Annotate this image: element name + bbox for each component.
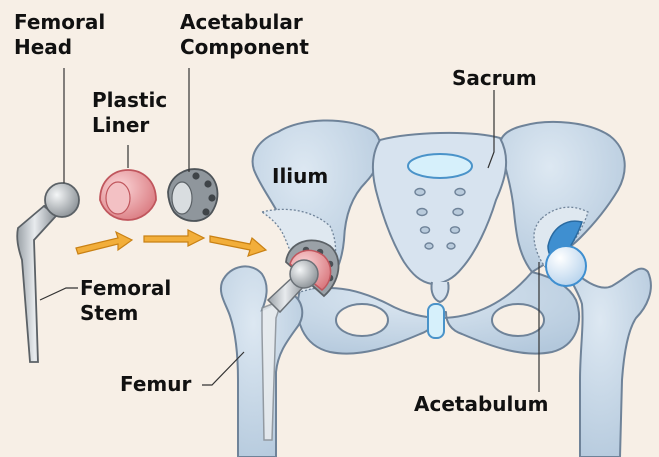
acetabular-cup-icon	[168, 169, 217, 221]
sacrum-label: Sacrum	[452, 66, 537, 91]
acetabular-component-label-line1: Acetabular	[180, 10, 309, 35]
plastic-liner-label: Plastic Liner	[92, 88, 167, 138]
femoral-head-label: Femoral Head	[14, 10, 105, 60]
plastic-liner-label-line2: Liner	[92, 113, 167, 138]
femoral-stem-label-line2: Stem	[80, 301, 171, 326]
plastic-liner-label-line1: Plastic	[92, 88, 167, 113]
ilium-label: Ilium	[272, 164, 328, 189]
femur-label: Femur	[120, 372, 191, 397]
assembly-arrow-icon	[76, 230, 266, 256]
femoral-head-label-line2: Head	[14, 35, 105, 60]
acetabulum-label: Acetabulum	[414, 392, 548, 417]
femoral-stem-label: Femoral Stem	[80, 276, 171, 326]
femoral-head-ball	[45, 183, 79, 217]
acetabular-component-label: Acetabular Component	[180, 10, 309, 60]
femoral-stem-label-line1: Femoral	[80, 276, 171, 301]
plastic-liner-icon	[100, 170, 156, 220]
acetabular-component-label-line2: Component	[180, 35, 309, 60]
femoral-head-label-line1: Femoral	[14, 10, 105, 35]
femur-icon	[221, 266, 306, 457]
femoral-stem-implant-icon	[17, 183, 79, 362]
right-femur-icon	[546, 246, 651, 457]
